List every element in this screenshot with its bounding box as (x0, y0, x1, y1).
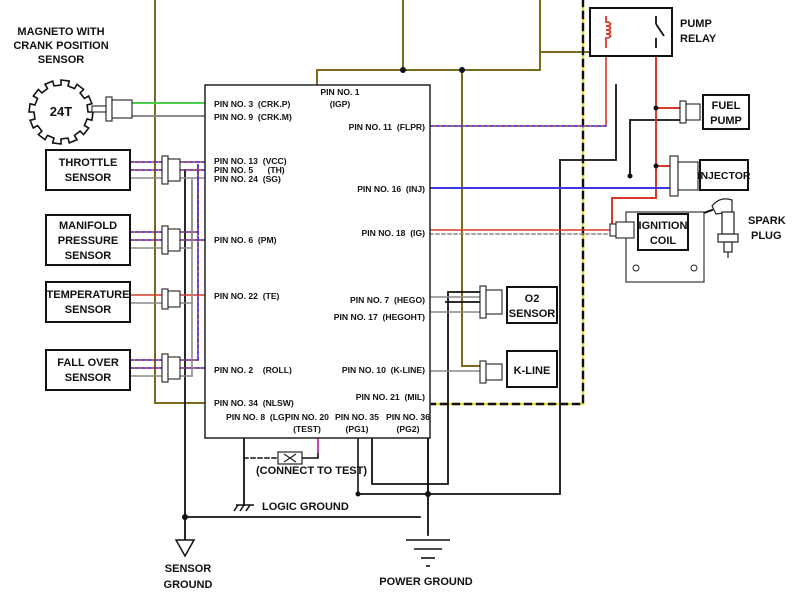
throttle-sensor-box (45, 149, 131, 191)
manifold-sensor-box (45, 214, 131, 266)
fuel-pump-label-2: PUMP (710, 115, 742, 127)
temperature-label-2: SENSOR (65, 304, 112, 316)
sensor-ground-icon (174, 539, 196, 558)
o2-label-1: O2 (525, 293, 540, 305)
connect-to-test-label: (CONNECT TO TEST) (256, 465, 367, 477)
ecu-pin-pg2-1: (PG2) (397, 424, 420, 434)
wire-power-top-bus (316, 0, 541, 86)
magneto-label-1: MAGNETO WITH (17, 26, 104, 38)
fuel-pump-box (702, 94, 750, 130)
relay-coil-icon (605, 16, 612, 48)
throttle-label-1: THROTTLE (59, 157, 118, 169)
kline-label: K-LINE (514, 365, 551, 377)
manifold-label-1: MANIFOLD (59, 220, 117, 232)
ignition-coil-label-2: COIL (650, 235, 677, 247)
ecu-pin-ig: PIN NO. 18 (IG) (361, 228, 425, 238)
ecu-pin-mil: PIN NO. 21 (MIL) (356, 392, 425, 402)
injector-box (699, 159, 749, 191)
ecu-pin-lg: PIN NO. 8 (LG) (226, 412, 288, 422)
throttle-label-2: SENSOR (65, 172, 112, 184)
spark-plug-label-1: SPARK (748, 215, 786, 227)
spark-plug-label-2: PLUG (751, 230, 782, 242)
ecu-pin-kline: PIN NO. 10 (K-LINE) (342, 365, 425, 375)
ecu-pin-flpr: PIN NO. 11 (FLPR) (349, 122, 426, 132)
fallover-label-2: SENSOR (65, 372, 112, 384)
ecu-pin-igp-1: (IGP) (330, 99, 351, 109)
relay-switch-icon (655, 16, 665, 48)
ecu-pin-vcc: PIN NO. 13 (VCC) (214, 156, 287, 166)
ecu-pin-nlsw: PIN NO. 34 (NLSW) (214, 398, 294, 408)
wire-red-ignition-feed (611, 165, 657, 227)
o2-sensor-box (506, 286, 558, 324)
ecu-pin-th: PIN NO. 5 (TH) (214, 165, 285, 175)
junction-dots (182, 67, 659, 520)
ecu-pin-test-0: PIN NO. 20 (285, 412, 329, 422)
logic-ground-icon (233, 504, 254, 512)
fallover-label-1: FALL OVER (57, 357, 119, 369)
ecu-pin-inj: PIN NO. 16 (INJ) (357, 184, 425, 194)
logic-ground-label: LOGIC GROUND (262, 501, 349, 513)
magneto-label-3: SENSOR (38, 54, 85, 66)
ecu-pin-pg1-1: (PG1) (346, 424, 369, 434)
ecu-pin-test-1: (TEST) (293, 424, 321, 434)
ecu-pin-labels: PIN NO. 1 (IGP) PIN NO. 3 (CRK.P) PIN NO. 9… (214, 87, 430, 434)
fallover-sensor-box (45, 349, 131, 391)
wire-black-logic-ground (184, 437, 421, 518)
magneto-gear-icon (28, 79, 94, 145)
test-connector-icon (277, 451, 303, 465)
ecu-pin-hego: PIN NO. 7 (HEGO) (350, 295, 425, 305)
manifold-label-3: SENSOR (65, 250, 112, 262)
ecu-pin-igp-0: PIN NO. 1 (320, 87, 359, 97)
wire-power-riser (461, 69, 481, 367)
magneto-sensor: MAGNETO WITH CRANK POSITION SENSOR 24T (13, 26, 133, 145)
wire-black-o2 (371, 291, 481, 485)
wire-black-injector-up (629, 119, 681, 177)
ecu-pin-roll: PIN NO. 2 (ROLL) (214, 365, 292, 375)
wire-black-test-solid (301, 437, 319, 459)
injector-label: INJECTOR (698, 170, 751, 182)
sensor-ground-label-1: SENSOR (165, 563, 212, 575)
pump-relay-label-2: RELAY (680, 33, 717, 45)
temperature-sensor-box (45, 281, 131, 323)
ecu-pin-hegoht: PIN NO. 17 (HEGOHT) (334, 312, 425, 322)
fuel-pump-label-1: FUEL (712, 100, 741, 112)
manifold-label-2: PRESSURE (58, 235, 119, 247)
pump-relay-label-1: PUMP (680, 18, 712, 30)
sensor-ground-label-2: GROUND (164, 579, 213, 591)
ignition-coil-label-1: IGNITION (639, 220, 688, 232)
temperature-label-1: TEMPERATURE (47, 289, 130, 301)
wire-red-flpr (429, 54, 607, 127)
ignition-coil-box (637, 213, 689, 251)
ecu-pin-sg: PIN NO. 24 (SG) (214, 174, 281, 184)
ecu-pin-pg1-0: PIN NO. 35 (335, 412, 379, 422)
ecu-pin-crkm: PIN NO. 9 (CRK.M) (214, 112, 292, 122)
pump-relay-box (589, 7, 673, 57)
magneto-label-2: CRANK POSITION (13, 40, 108, 52)
power-ground-icon (406, 539, 450, 567)
ecu-pin-pm: PIN NO. 6 (PM) (214, 235, 277, 245)
o2-label-2: SENSOR (509, 308, 556, 320)
power-ground-label: POWER GROUND (379, 576, 473, 588)
wire-red-injector-feed (655, 107, 671, 167)
ecu-pin-pg2-0: PIN NO. 36 (386, 412, 430, 422)
ecu-pin-te: PIN NO. 22 (TE) (214, 291, 280, 301)
wire-black-flpr-to-relay (559, 84, 617, 161)
wire-power-left (154, 0, 206, 404)
kline-box (506, 350, 558, 388)
ecu-box (204, 84, 431, 439)
spark-plug-icon (711, 198, 739, 258)
ecu-pin-crkp: PIN NO. 3 (CRK.P) (214, 99, 291, 109)
magneto-teeth-label: 24T (50, 104, 72, 119)
left-connectors (161, 155, 181, 383)
